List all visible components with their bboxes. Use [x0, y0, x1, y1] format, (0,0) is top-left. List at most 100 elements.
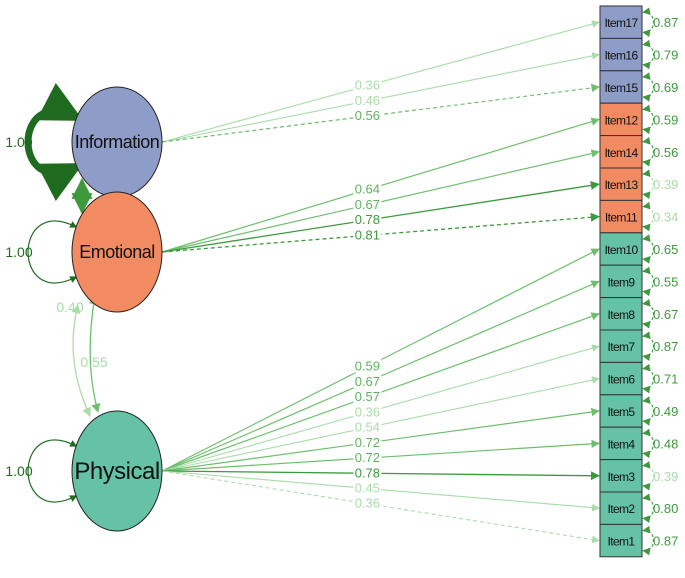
residual-value-item5: 0.49 — [653, 404, 678, 419]
residual-loop-item17 — [642, 7, 655, 37]
loading-label-bg — [353, 196, 382, 211]
loading-value-item13: 0.78 — [355, 212, 380, 227]
corr-value-emotional-physical: 0.40 — [56, 299, 83, 315]
item-label: Item11 — [605, 211, 638, 225]
loading-value-item6: 0.54 — [355, 420, 380, 435]
residual-value-item16: 0.79 — [653, 48, 678, 63]
loading-value-item10: 0.59 — [355, 359, 380, 374]
variance-loop-emotional — [27, 220, 78, 284]
item-box-rect — [599, 329, 643, 363]
item-label: Item6 — [607, 373, 635, 387]
item-box-item3: Item3 — [599, 459, 643, 493]
item-label: Item8 — [607, 308, 635, 322]
item-label: Item16 — [604, 49, 638, 63]
loading-labels: 0.360.460.560.640.670.780.810.590.670.57… — [353, 77, 382, 511]
residual-loop-item12 — [642, 104, 655, 135]
residual-loop-item7 — [642, 331, 655, 361]
item-box-rect — [599, 167, 643, 201]
item-label: Item5 — [607, 405, 635, 419]
item-box-rect — [599, 70, 643, 104]
item-box-item2: Item2 — [599, 491, 643, 525]
item-box-item8: Item8 — [599, 297, 643, 331]
item-box-item7: Item7 — [599, 329, 643, 363]
loading-value-item14: 0.67 — [355, 197, 380, 212]
item-label: Item13 — [604, 178, 638, 192]
residual-loop-item14 — [642, 137, 655, 167]
residual-value-item14: 0.56 — [653, 145, 678, 160]
loading-value-item9: 0.67 — [355, 374, 380, 389]
residual-loop-item10 — [642, 234, 655, 264]
loading-value-item16: 0.46 — [355, 93, 380, 108]
residual-loop-item9 — [642, 266, 655, 297]
item-box-item5: Item5 — [599, 394, 643, 428]
residual-value-item2: 0.80 — [653, 501, 678, 516]
item-label: Item10 — [604, 243, 638, 257]
item-box-item17: Item17 — [599, 5, 643, 39]
residual-loop-item6 — [642, 363, 655, 394]
item-boxes: Item17Item16Item15Item12Item14Item13Item… — [599, 5, 643, 558]
residual-value-item9: 0.55 — [653, 274, 678, 289]
item-box-item10: Item10 — [599, 232, 643, 266]
item-box-rect — [599, 264, 643, 299]
item-box-item9: Item9 — [599, 264, 643, 299]
loading-label-bg — [353, 108, 382, 123]
corr-information-physical — [89, 295, 101, 413]
loading-value-item2: 0.45 — [355, 480, 380, 495]
loading-label-bg — [353, 212, 382, 227]
residual-loop-item8 — [642, 299, 655, 329]
item-label: Item3 — [607, 470, 635, 484]
item-box-item13: Item13 — [599, 167, 643, 201]
variance-value-physical: 1.00 — [5, 463, 32, 479]
residual-value-item13: 0.39 — [653, 177, 678, 192]
loading-value-item1: 0.36 — [355, 496, 380, 511]
loading-value-item7: 0.36 — [355, 404, 380, 419]
loading-value-item12: 0.64 — [355, 182, 380, 197]
item-box-rect — [599, 459, 643, 493]
loading-value-item5: 0.72 — [355, 435, 380, 450]
loading-value-item4: 0.72 — [355, 450, 380, 465]
residual-value-item6: 0.71 — [653, 372, 678, 387]
item-box-item14: Item14 — [599, 135, 643, 169]
item-box-item1: Item1 — [599, 523, 643, 558]
residual-value-item4: 0.48 — [653, 436, 678, 451]
residual-value-item3: 0.39 — [653, 469, 678, 484]
loading-value-item15: 0.56 — [355, 108, 380, 123]
item-box-rect — [599, 523, 643, 558]
residual-loop-item16 — [642, 39, 655, 70]
residual-value-item8: 0.67 — [653, 307, 678, 322]
residual-loop-item1 — [642, 525, 655, 556]
loading-label-bg — [353, 373, 382, 388]
loading-label-bg — [353, 389, 382, 404]
item-box-item11: Item11 — [599, 199, 643, 234]
item-label: Item1 — [607, 535, 635, 549]
factor-correlations: 0.40 0.55 — [56, 177, 108, 417]
loading-label-bg — [353, 480, 382, 495]
residual-value-item1: 0.87 — [653, 534, 678, 549]
item-label: Item14 — [604, 146, 638, 160]
variance-loop-physical — [27, 439, 78, 503]
residual-loop-item13 — [642, 169, 655, 199]
item-label: Item12 — [604, 113, 638, 127]
residual-value-item12: 0.59 — [653, 112, 678, 127]
residual-value-item7: 0.87 — [653, 339, 678, 354]
loading-value-item17: 0.36 — [355, 78, 380, 93]
item-box-item16: Item16 — [599, 37, 643, 72]
item-box-rect — [599, 491, 643, 525]
loading-label-bg — [353, 450, 382, 465]
corr-value-information-physical: 0.55 — [80, 354, 107, 370]
item-label: Item2 — [607, 502, 635, 516]
residual-loop-item11 — [642, 201, 655, 232]
factor-ellipse-emotional — [71, 191, 163, 313]
factor-label-information: Information — [75, 132, 160, 152]
loading-label-bg — [353, 358, 382, 373]
item-box-item12: Item12 — [599, 102, 643, 137]
residual-loop-item2 — [642, 493, 655, 523]
residual-loop-item15 — [642, 72, 655, 102]
item-label: Item7 — [607, 340, 635, 354]
residual-loop-item3 — [642, 461, 655, 491]
loading-value-item8: 0.57 — [355, 389, 380, 404]
